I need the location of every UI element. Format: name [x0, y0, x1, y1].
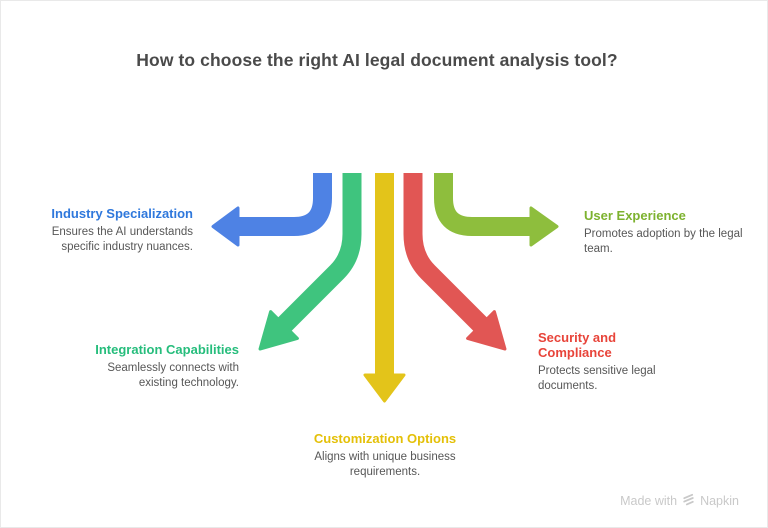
branch-label: User Experience [584, 208, 686, 223]
branch-label: Integration Capabilities [95, 342, 239, 357]
branch-label: Industry Specialization [51, 206, 193, 221]
branch-description: Protects sensitive legal documents. [538, 365, 656, 392]
branch-integration-capabilities: Integration Capabilities Seamlessly conn… [77, 342, 239, 391]
arrow-user-experience [434, 173, 559, 247]
watermark-brand: Napkin [700, 494, 739, 508]
branch-label: Security and Compliance [538, 330, 617, 360]
branch-industry-specialization: Industry Specialization Ensures the AI u… [31, 206, 193, 255]
arrow-industry-specialization [211, 173, 332, 247]
branch-customization-options: Customization Options Aligns with unique… [295, 431, 475, 480]
branch-user-experience: User Experience Promotes adoption by the… [584, 208, 760, 257]
branch-label: Customization Options [313, 431, 457, 446]
branch-description: Ensures the AI understands specific indu… [51, 226, 193, 253]
arrow-security-and-compliance [403, 173, 507, 351]
watermark-prefix: Made with [620, 494, 678, 508]
made-with-napkin-watermark[interactable]: Made with Napkin [620, 493, 739, 509]
branch-description: Seamlessly connects with existing techno… [107, 362, 239, 389]
page-title: How to choose the right AI legal documen… [136, 50, 618, 70]
branch-description: Promotes adoption by the legal team. [584, 228, 743, 255]
napkin-logo-icon [682, 493, 695, 509]
branch-security-and-compliance: Security and Compliance Protects sensiti… [538, 330, 666, 394]
arrow-customization-options [363, 173, 406, 403]
arrow-integration-capabilities [258, 173, 362, 351]
branch-description: Aligns with unique business requirements… [314, 451, 456, 478]
